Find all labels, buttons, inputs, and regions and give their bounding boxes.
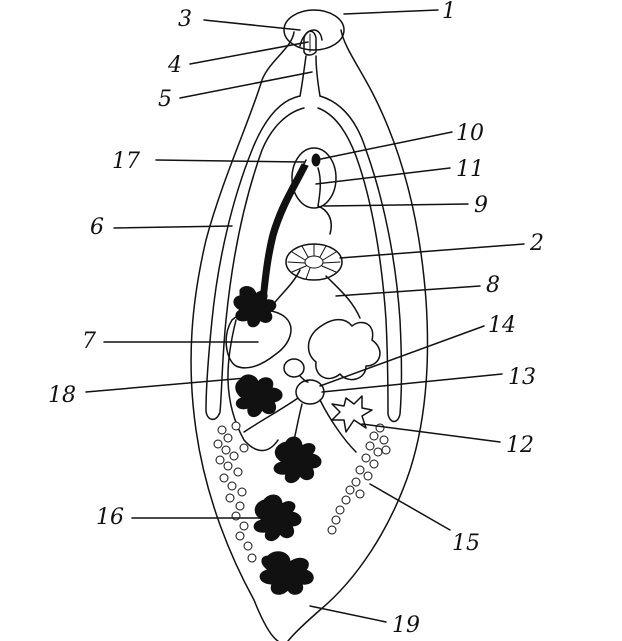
uterus-coil-18 <box>235 374 283 417</box>
label-9: 9 <box>474 193 488 218</box>
leader-9 <box>323 203 469 207</box>
leader-18 <box>85 377 247 393</box>
cirrus-pouch <box>291 147 337 209</box>
leader-6 <box>113 225 233 229</box>
leader-14 <box>319 325 485 387</box>
label-5: 5 <box>158 87 172 112</box>
label-18: 18 <box>48 383 76 408</box>
vitelline-field-left <box>227 319 279 452</box>
label-19: 19 <box>392 613 420 638</box>
vitelline-duct-left <box>243 397 299 433</box>
label-11: 11 <box>456 157 484 182</box>
vitelline-duct-right <box>319 399 357 453</box>
label-16: 16 <box>96 505 124 530</box>
esophagus <box>299 55 321 97</box>
leader-12 <box>361 423 501 443</box>
mouth-opening <box>299 29 323 47</box>
leader-11 <box>315 167 451 185</box>
label-17: 17 <box>112 149 140 174</box>
ventral-sucker-rays <box>287 243 341 280</box>
intestine-right-outer <box>317 95 403 423</box>
label-7: 7 <box>82 329 96 354</box>
label-14: 14 <box>488 313 516 338</box>
label-1: 1 <box>442 0 456 24</box>
mehlis-gland <box>283 358 305 378</box>
leader-19 <box>309 605 387 623</box>
body-outline <box>190 29 429 641</box>
leader-17 <box>155 159 305 163</box>
leader-2 <box>339 243 525 259</box>
vitelline-glands-left <box>213 421 257 563</box>
cirrus-duct <box>317 167 322 207</box>
uterus-coil-top <box>233 286 277 328</box>
ventral-sucker-inner <box>304 255 324 269</box>
leader-4 <box>189 41 309 65</box>
uterus-coil-middle <box>273 436 322 483</box>
label-10: 10 <box>456 121 484 146</box>
label-6: 6 <box>90 215 104 240</box>
body-cavity-line-right <box>325 275 361 319</box>
ovary <box>331 395 373 433</box>
genital-duct <box>317 205 332 235</box>
leader-lines <box>85 9 525 623</box>
label-12: 12 <box>506 433 534 458</box>
label-13: 13 <box>508 365 536 390</box>
leader-1 <box>343 9 439 15</box>
leader-5 <box>179 71 313 99</box>
leader-13 <box>321 373 503 393</box>
leader-3 <box>203 19 301 31</box>
uterus-coil-16 <box>253 494 302 541</box>
label-2: 2 <box>529 231 544 256</box>
leader-8 <box>335 285 481 297</box>
intestine-left-outer <box>205 95 305 421</box>
label-8: 8 <box>486 273 500 298</box>
pharynx <box>303 30 317 56</box>
uterus-coil-bottom <box>259 551 314 595</box>
oral-sucker <box>283 9 345 51</box>
label-3: 3 <box>178 7 192 32</box>
label-4: 4 <box>167 53 182 78</box>
leader-10 <box>315 131 453 161</box>
seminal-vesicle <box>307 318 381 381</box>
label-15: 15 <box>452 531 480 556</box>
vitelline-glands-right <box>327 423 391 535</box>
leader-15 <box>369 483 451 531</box>
uterus-descending <box>293 403 303 441</box>
oviduct <box>299 375 309 383</box>
uterus-duct-inner <box>259 163 309 301</box>
